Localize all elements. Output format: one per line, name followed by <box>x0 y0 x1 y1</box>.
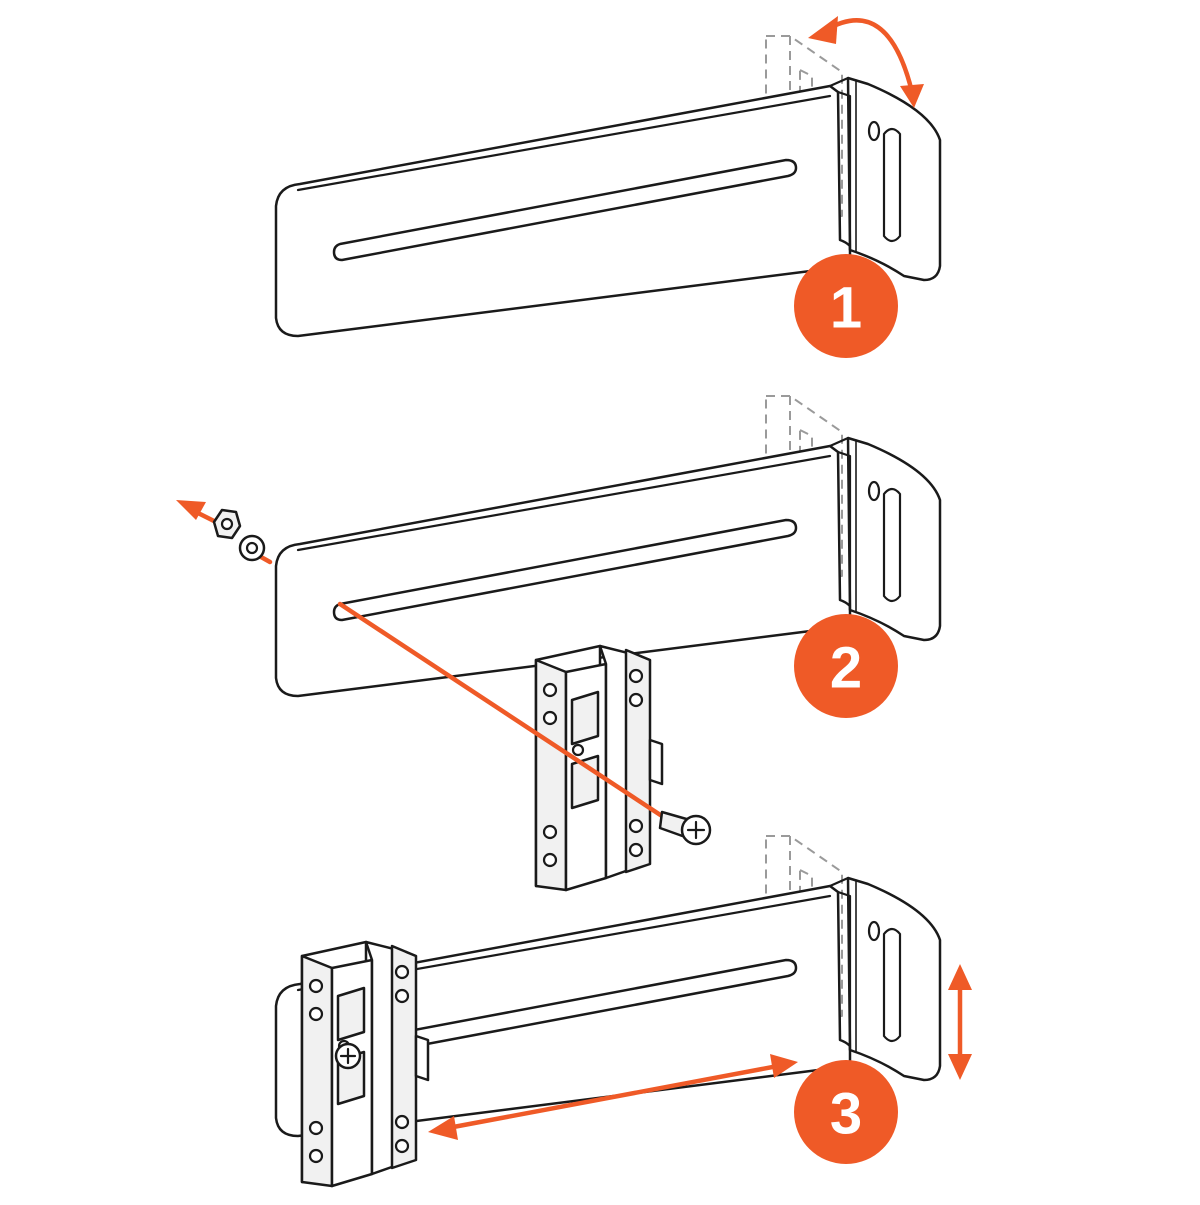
phillips-screw-icon <box>334 1042 362 1070</box>
step-3-number: 3 <box>830 1082 862 1147</box>
hex-nut-icon <box>212 508 242 540</box>
single-arrow-icon <box>176 500 219 525</box>
phillips-screw-icon <box>658 810 712 846</box>
step-2-badge: 2 <box>794 614 898 718</box>
u-channel-hanger-attached <box>300 940 430 1188</box>
curved-double-arrow-icon <box>808 16 924 108</box>
step-3-badge: 3 <box>794 1060 898 1164</box>
step-1-number: 1 <box>830 276 862 341</box>
step-2-number: 2 <box>830 636 862 701</box>
step-1-illustration: 1 <box>274 16 942 358</box>
step-3-illustration: 3 <box>274 834 972 1188</box>
bolt-axis-line-lower <box>337 601 671 823</box>
step-1-badge: 1 <box>794 254 898 358</box>
vertical-double-arrow-icon <box>948 964 972 1080</box>
u-channel-hanger <box>534 644 664 892</box>
step-2-illustration: 2 <box>176 394 942 892</box>
double-arrow-icon <box>428 1054 798 1140</box>
washer-icon <box>238 534 266 562</box>
